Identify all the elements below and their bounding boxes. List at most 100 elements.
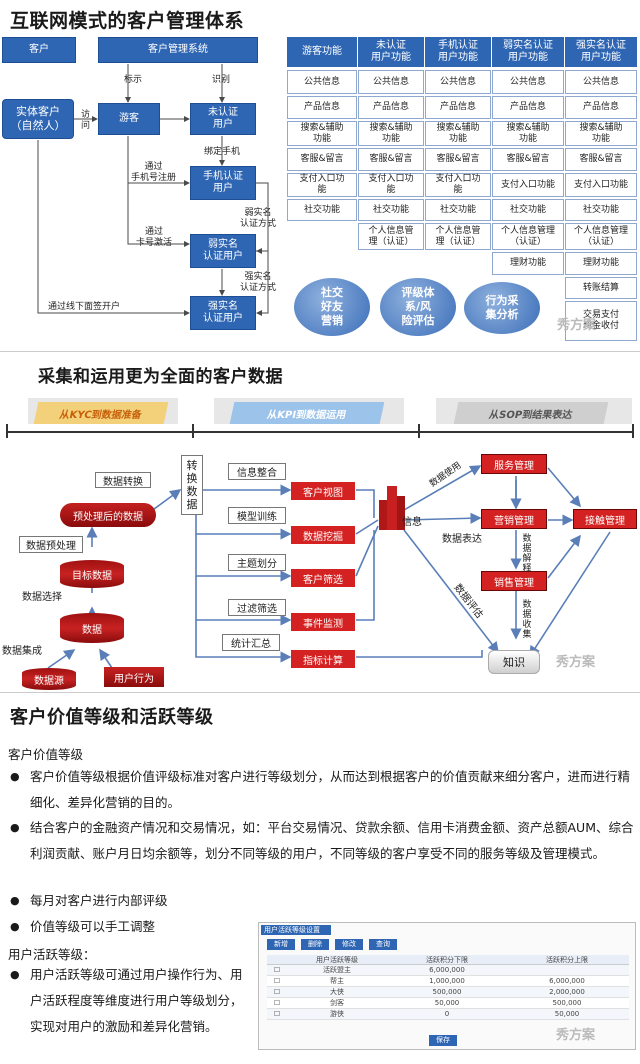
- table-cell: 公共信息: [492, 70, 564, 94]
- panel-cell: 50,000: [434, 999, 460, 1007]
- panel-row[interactable]: ☐ 大侠 500,000 2,000,000: [267, 987, 629, 998]
- oval-rating: 评级体 系/风 险评估: [380, 278, 456, 336]
- panel-cell: 2,000,000: [549, 988, 585, 996]
- table-cell: 个人信息管理 （认证）: [565, 223, 637, 250]
- table-header-3: 弱实名认证 用户功能: [492, 37, 564, 67]
- bullet-dot: ●: [10, 920, 20, 933]
- info-building: [377, 486, 407, 530]
- service-mgmt-box: 服务管理: [481, 454, 547, 474]
- row-checkbox[interactable]: ☐: [273, 999, 281, 1007]
- table-cell: 搜索&辅助 功能: [565, 121, 637, 146]
- panel-cell: 500,000: [432, 988, 462, 996]
- section1-title: 互联网模式的客户管理体系: [10, 10, 245, 32]
- edit-button[interactable]: 修改: [335, 939, 363, 950]
- bullet-3-text: 每月对客户进行内部评级: [30, 893, 168, 908]
- bullet-5-text: 用户活跃等级可通过用户操作行为、用户活跃程度等维度进行用户等级划分，实现对用户的…: [30, 967, 243, 1034]
- delete-button[interactable]: 删除: [301, 939, 329, 950]
- timeline-bar: 从KYC到数据准备 从KPI到数据运用 从SOP到结果表达: [0, 392, 640, 452]
- table-cell: 支付入口功 能: [287, 173, 357, 197]
- table-cell: 个人信息管 理（认证）: [425, 223, 491, 250]
- table-cell: 客服&留言: [492, 148, 564, 171]
- filter-label: 过滤筛选: [228, 599, 286, 616]
- info-label: 信息: [402, 517, 422, 528]
- table-cell: 搜索&辅助 功能: [287, 121, 357, 146]
- bullet-4: ● 价值等级可以手工调整: [10, 914, 250, 940]
- table-cell: 支付入口功能: [565, 173, 637, 197]
- bullet-4-text: 价值等级可以手工调整: [30, 919, 156, 934]
- unverified-box: 未认证 用户: [190, 103, 256, 135]
- row-checkbox[interactable]: ☐: [273, 977, 281, 985]
- panel-cell: 帮主: [330, 977, 344, 985]
- data-explain-label: 数据解释: [522, 534, 532, 574]
- panel-cell: 剑客: [330, 999, 344, 1007]
- row-checkbox[interactable]: ☐: [273, 988, 281, 996]
- data-collect-label: 数据收集: [522, 600, 532, 640]
- bullet-2: ● 结合客户的金融资产情况和交易情况，如：平台交易情况、贷款余额、信用卡消费金额…: [10, 815, 634, 867]
- panel-cell: 0: [444, 1010, 450, 1018]
- table-cell: 支付入口功 能: [358, 173, 424, 197]
- table-header-1: 未认证 用户功能: [358, 37, 424, 67]
- header-system: 客户管理系统: [98, 37, 258, 63]
- panel-cell: 大侠: [330, 988, 344, 996]
- watermark-3: 秀方案: [556, 1028, 596, 1043]
- panel-header-2: 活跃积分上限: [546, 956, 588, 964]
- banner-kpi: 从KPI到数据运用: [229, 402, 385, 424]
- panel-toolbar: 新增 删除 修改 查询: [261, 939, 633, 951]
- add-button[interactable]: 新增: [267, 939, 295, 950]
- table-cell: 交易支付 现金收付: [565, 301, 637, 341]
- mark-label: 标示: [124, 75, 143, 85]
- bullet-1: ● 客户价值等级根据价值评级标准对客户进行等级划分，从而达到根据客户的价值贡献来…: [10, 764, 634, 816]
- table-cell: 社交功能: [492, 199, 564, 221]
- bullet-dot: ●: [10, 821, 20, 834]
- panel-header-1: 活跃积分下限: [426, 956, 468, 964]
- row-checkbox[interactable]: ☐: [273, 1010, 281, 1018]
- panel-cell: 活跃盟主: [323, 966, 351, 974]
- preprocessed-label: 预处理后的数据: [73, 511, 143, 523]
- table-cell: 社交功能: [287, 199, 357, 221]
- panel-cell: 6,000,000: [549, 977, 585, 985]
- weak-method-label: 弱实名 认证方式: [240, 208, 277, 229]
- panel-row[interactable]: ☐ 活跃盟主 6,000,000: [267, 965, 629, 976]
- table-cell: 社交功能: [565, 199, 637, 221]
- visitor-box: 游客: [98, 103, 160, 135]
- table-header-0: 游客功能: [287, 37, 357, 67]
- table-cell: 理财功能: [565, 252, 637, 275]
- data-cylinder: 数据: [60, 613, 124, 643]
- table-cell: 支付入口功能: [492, 173, 564, 197]
- section2-connectors: [47, 465, 611, 669]
- table-cell: 产品信息: [565, 96, 637, 119]
- panel-title: 用户活跃等级设置: [261, 925, 331, 935]
- data-select-label: 数据选择: [22, 592, 62, 603]
- table-cell: 转账结算: [565, 277, 637, 299]
- panel-header-0: 用户活跃等级: [316, 956, 358, 964]
- table-cell: 社交功能: [358, 199, 424, 221]
- customer-view-box: 客户视图: [291, 482, 355, 500]
- panel-cell: 6,000,000: [429, 966, 465, 974]
- data-mining-box: 数据挖掘: [291, 526, 355, 544]
- row-checkbox[interactable]: ☐: [273, 966, 281, 974]
- table-cell: 客服&留言: [358, 148, 424, 171]
- table-cell: 搜索&辅助 功能: [425, 121, 491, 146]
- save-button[interactable]: 保存: [429, 1035, 457, 1046]
- touch-mgmt-box: 接触管理: [573, 509, 637, 529]
- table-cell: 客服&留言: [425, 148, 491, 171]
- divider-1: [0, 351, 640, 352]
- table-cell: 支付入口功 能: [425, 173, 491, 197]
- watermark: 秀方案: [557, 318, 597, 333]
- bullet-5: ● 用户活跃等级可通过用户操作行为、用户活跃程度等维度进行用户等级划分，实现对用…: [10, 962, 250, 1040]
- index-calc-box: 指标计算: [291, 650, 355, 668]
- visit-label: 访 问: [81, 110, 91, 131]
- bullet-2-text: 结合客户的金融资产情况和交易情况，如：平台交易情况、贷款余额、信用卡消费金额、资…: [30, 820, 634, 861]
- query-button[interactable]: 查询: [369, 939, 397, 950]
- header-customer: 客户: [2, 37, 76, 63]
- oval-behavior: 行为采 集分析: [464, 282, 540, 334]
- table-cell: 个人信息管理 （认证）: [492, 223, 564, 250]
- event-monitor-box: 事件监测: [291, 613, 355, 631]
- phone-verified-box: 手机认证 用户: [190, 166, 256, 200]
- sales-mgmt-box: 销售管理: [481, 571, 547, 591]
- marketing-mgmt-box: 营销管理: [481, 509, 547, 529]
- identify-label: 识别: [212, 75, 231, 85]
